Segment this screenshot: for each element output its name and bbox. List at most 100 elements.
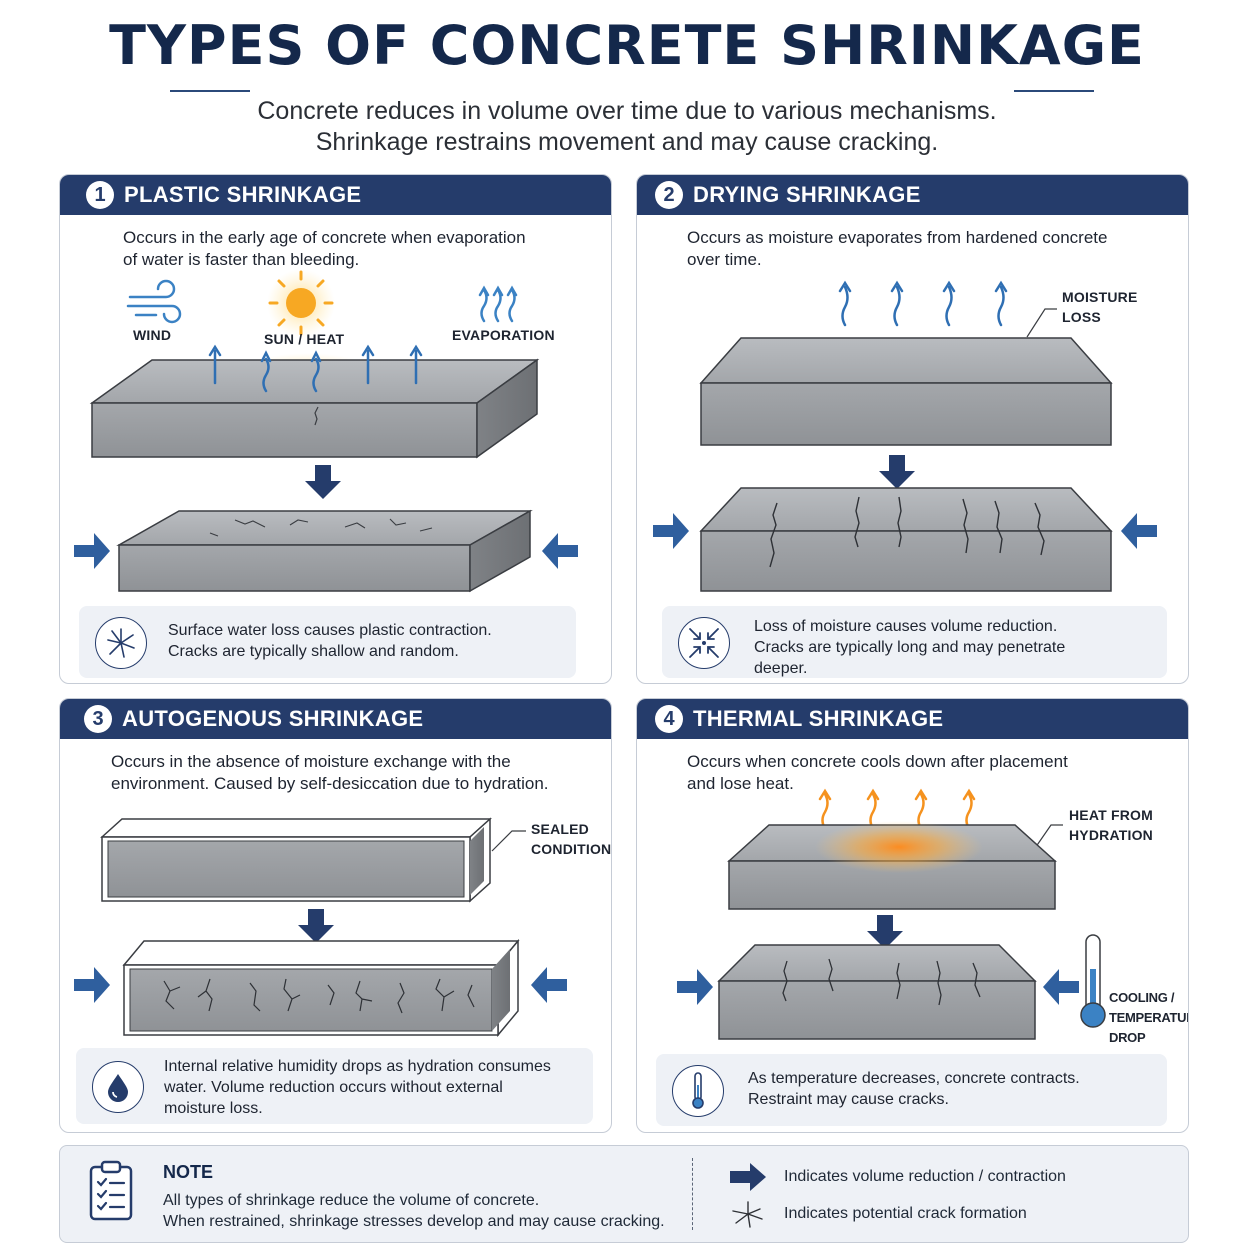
note-text: Surface water loss causes plastic contra… <box>168 620 492 662</box>
arrow-right-icon <box>74 533 110 569</box>
panel-number: 1 <box>86 181 114 209</box>
label-line-2: CONDITION <box>531 841 612 857</box>
thermal-shrinkage-illustration <box>677 788 1106 1040</box>
leader-line <box>1032 824 1063 852</box>
sealed-condition-label: SEALED CONDITION <box>531 819 611 859</box>
panel-header: 3 AUTOGENOUS SHRINKAGE <box>60 699 611 739</box>
note-text: As temperature decreases, concrete contr… <box>748 1068 1080 1110</box>
arrow-left-icon <box>531 967 567 1003</box>
leader-line <box>491 830 526 852</box>
plastic-shrinkage-illustration <box>74 269 578 593</box>
label-line-2: TEMPERATURE <box>1109 1010 1188 1025</box>
legend-text: Indicates volume reduction / contraction <box>784 1168 1066 1185</box>
note-line-1: Surface water loss causes plastic contra… <box>168 622 492 639</box>
label-line-2: HYDRATION <box>1069 827 1153 843</box>
label-line-1: HEAT FROM <box>1069 807 1153 823</box>
footer-title: NOTE <box>163 1162 214 1182</box>
legend-text: Indicates potential crack formation <box>784 1205 1027 1222</box>
description-line-1: Occurs in the absence of moisture exchan… <box>111 752 511 771</box>
crack-icon <box>732 1201 763 1228</box>
panel-number: 4 <box>655 705 683 733</box>
arrow-right-icon <box>653 513 689 549</box>
panel-number: 2 <box>655 181 683 209</box>
drying-shrinkage-illustration <box>653 280 1157 592</box>
sun-icon <box>267 269 335 337</box>
arrow-right-icon <box>677 969 713 1005</box>
label-line-3: DROP <box>1109 1030 1146 1045</box>
description-line-1: Occurs in the early age of concrete when… <box>123 228 526 247</box>
footer-text: All types of shrinkage reduce the volume… <box>163 1190 665 1232</box>
down-arrow <box>298 909 334 943</box>
water-drop-icon <box>92 1061 144 1113</box>
thermometer-icon <box>672 1065 724 1117</box>
clipboard-checklist-icon <box>89 1160 133 1221</box>
panel-number: 3 <box>84 705 112 733</box>
moisture-loss-label: MOISTURE LOSS <box>1062 287 1138 327</box>
cooling-label: COOLING / TEMPERATURE DROP <box>1109 988 1188 1048</box>
page-subtitle: Concrete reduces in volume over time due… <box>0 96 1254 158</box>
subtitle-line-1: Concrete reduces in volume over time due… <box>257 97 997 125</box>
moisture-arrows <box>838 280 1008 327</box>
cooled-cracked-slab <box>717 944 1037 1040</box>
panel-description: Occurs in the absence of moisture exchan… <box>111 751 549 795</box>
evaporation-arrows <box>208 344 423 393</box>
panel-title: THERMAL SHRINKAGE <box>693 706 944 731</box>
description-line-2: environment. Caused by self-desiccation … <box>111 774 549 793</box>
title-rule-left <box>170 90 250 92</box>
cracked-concrete-slab <box>116 509 533 593</box>
wind-icon <box>126 279 182 324</box>
panel-note: Loss of moisture causes volume reduction… <box>662 606 1167 678</box>
note-line-3: moisture loss. <box>164 1100 263 1117</box>
panel-note: Surface water loss causes plastic contra… <box>79 606 576 678</box>
note-line-2: Restraint may cause cracks. <box>748 1091 949 1108</box>
down-arrow <box>867 915 903 949</box>
arrow-left-icon <box>1043 969 1079 1005</box>
note-line-1: As temperature decreases, concrete contr… <box>748 1070 1080 1087</box>
note-text: Internal relative humidity drops as hydr… <box>164 1056 551 1119</box>
footer-note: NOTE All types of shrinkage reduce the v… <box>59 1145 1189 1243</box>
arrow-left-icon <box>542 533 578 569</box>
panel-note: Internal relative humidity drops as hydr… <box>76 1048 593 1124</box>
panel-drying-shrinkage: 2 DRYING SHRINKAGE Occurs as moisture ev… <box>636 174 1189 684</box>
description-line-2: and lose heat. <box>687 774 794 793</box>
panel-title: AUTOGENOUS SHRINKAGE <box>122 706 424 731</box>
note-line-1: Loss of moisture causes volume reduction… <box>754 618 1058 635</box>
cracked-concrete-slab <box>699 487 1113 592</box>
note-line-3: deeper. <box>754 660 808 677</box>
description-line-1: Occurs when concrete cools down after pl… <box>687 752 1068 771</box>
footer-line-2: When restrained, shrinkage stresses deve… <box>163 1213 665 1230</box>
panel-header: 2 DRYING SHRINKAGE <box>637 175 1188 215</box>
fresh-concrete-slab <box>89 353 540 459</box>
contraction-arrows-icon <box>678 617 730 669</box>
panel-description: Occurs in the early age of concrete when… <box>123 227 526 271</box>
leader-line <box>1026 308 1057 338</box>
panel-description: Occurs as moisture evaporates from harde… <box>687 227 1107 271</box>
panel-header: 4 THERMAL SHRINKAGE <box>637 699 1188 739</box>
description-line-2: of water is faster than bleeding. <box>123 250 360 269</box>
description-line-1: Occurs as moisture evaporates from harde… <box>687 228 1108 247</box>
legend-item-crack: Indicates potential crack formation <box>728 1199 1027 1229</box>
evaporation-label: EVAPORATION <box>452 327 555 343</box>
heat-from-hydration-label: HEAT FROM HYDRATION <box>1069 805 1153 845</box>
label-line-1: COOLING / <box>1109 990 1175 1005</box>
wind-label: WIND <box>133 327 172 343</box>
note-line-2: water. Volume reduction occurs without e… <box>164 1079 503 1096</box>
footer-divider <box>692 1158 693 1230</box>
description-line-2: over time. <box>687 250 762 269</box>
note-line-2: Cracks are typically long and may penetr… <box>754 639 1066 656</box>
panel-thermal-shrinkage: 4 THERMAL SHRINKAGE Occurs when concrete… <box>636 698 1189 1133</box>
legend-item-contraction: Indicates volume reduction / contraction <box>728 1162 1066 1192</box>
panel-header: 1 PLASTIC SHRINKAGE <box>60 175 611 215</box>
note-text: Loss of moisture causes volume reduction… <box>754 616 1065 679</box>
label-line-1: MOISTURE <box>1062 289 1138 305</box>
subtitle-line-2: Shrinkage restrains movement and may cau… <box>315 128 939 156</box>
internally-cracked-slab <box>122 938 520 1038</box>
title-rule-right <box>1014 90 1094 92</box>
panel-autogenous-shrinkage: 3 AUTOGENOUS SHRINKAGE Occurs in the abs… <box>59 698 612 1133</box>
footer-line-1: All types of shrinkage reduce the volume… <box>163 1192 540 1209</box>
arrow-right-icon <box>74 967 110 1003</box>
panel-note: As temperature decreases, concrete contr… <box>656 1054 1167 1126</box>
crack-burst-icon <box>95 617 147 669</box>
hardened-concrete-slab <box>699 337 1113 446</box>
panel-description: Occurs when concrete cools down after pl… <box>687 751 1068 795</box>
